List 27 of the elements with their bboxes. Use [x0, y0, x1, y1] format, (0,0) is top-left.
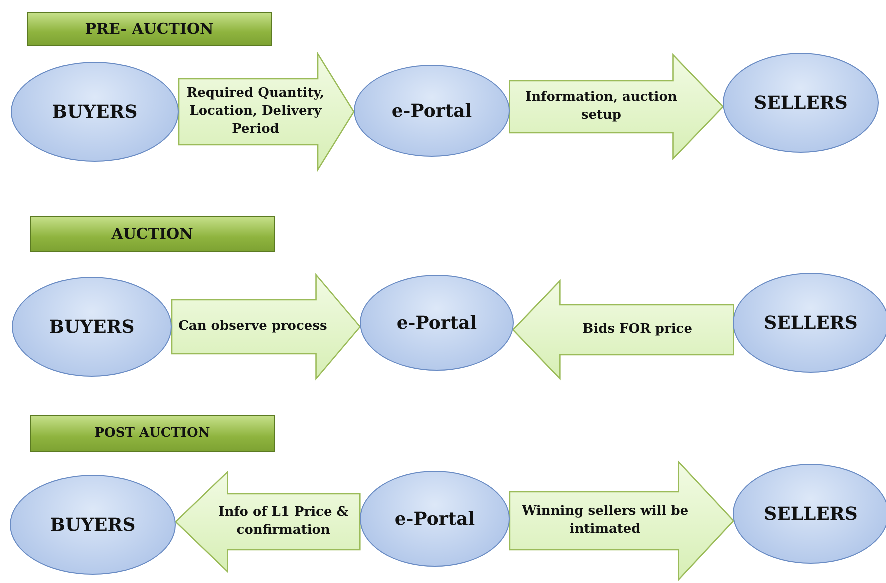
- edge-label: Winning sellers will be intimated: [521, 503, 690, 539]
- block-arrow: [174, 470, 361, 574]
- node-label: BUYERS: [52, 102, 138, 122]
- edge-label: Information, auction setup: [524, 89, 678, 125]
- node-label: e-Portal: [396, 312, 478, 334]
- block-arrow: [171, 273, 362, 381]
- node-label: e-Portal: [392, 100, 472, 122]
- edge-label: Bids FOR price: [582, 321, 692, 339]
- node-label: BUYERS: [49, 316, 135, 338]
- edge-label: Can observe process: [178, 318, 328, 336]
- block-arrow: [509, 53, 724, 161]
- block-arrow: [512, 279, 734, 381]
- block-arrow: [509, 460, 735, 582]
- section-title: PRE- AUCTION: [85, 20, 214, 38]
- node-label: SELLERS: [754, 92, 848, 114]
- edge-label: Info of L1 Price & confirmation: [218, 504, 350, 540]
- node-label: BUYERS: [50, 514, 136, 536]
- node-label: SELLERS: [764, 504, 858, 524]
- section-title: POST AUCTION: [94, 426, 210, 441]
- block-arrow: [178, 52, 355, 172]
- node-label: e-Portal: [394, 508, 476, 530]
- section-header-bar: [30, 216, 275, 252]
- node-label: SELLERS: [764, 312, 858, 334]
- section-header-bar: [30, 415, 275, 452]
- section-title: AUCTION: [112, 225, 194, 243]
- edge-label: Required Quantity, Location, Delivery Period: [186, 85, 326, 139]
- section-header-bar: [27, 12, 272, 46]
